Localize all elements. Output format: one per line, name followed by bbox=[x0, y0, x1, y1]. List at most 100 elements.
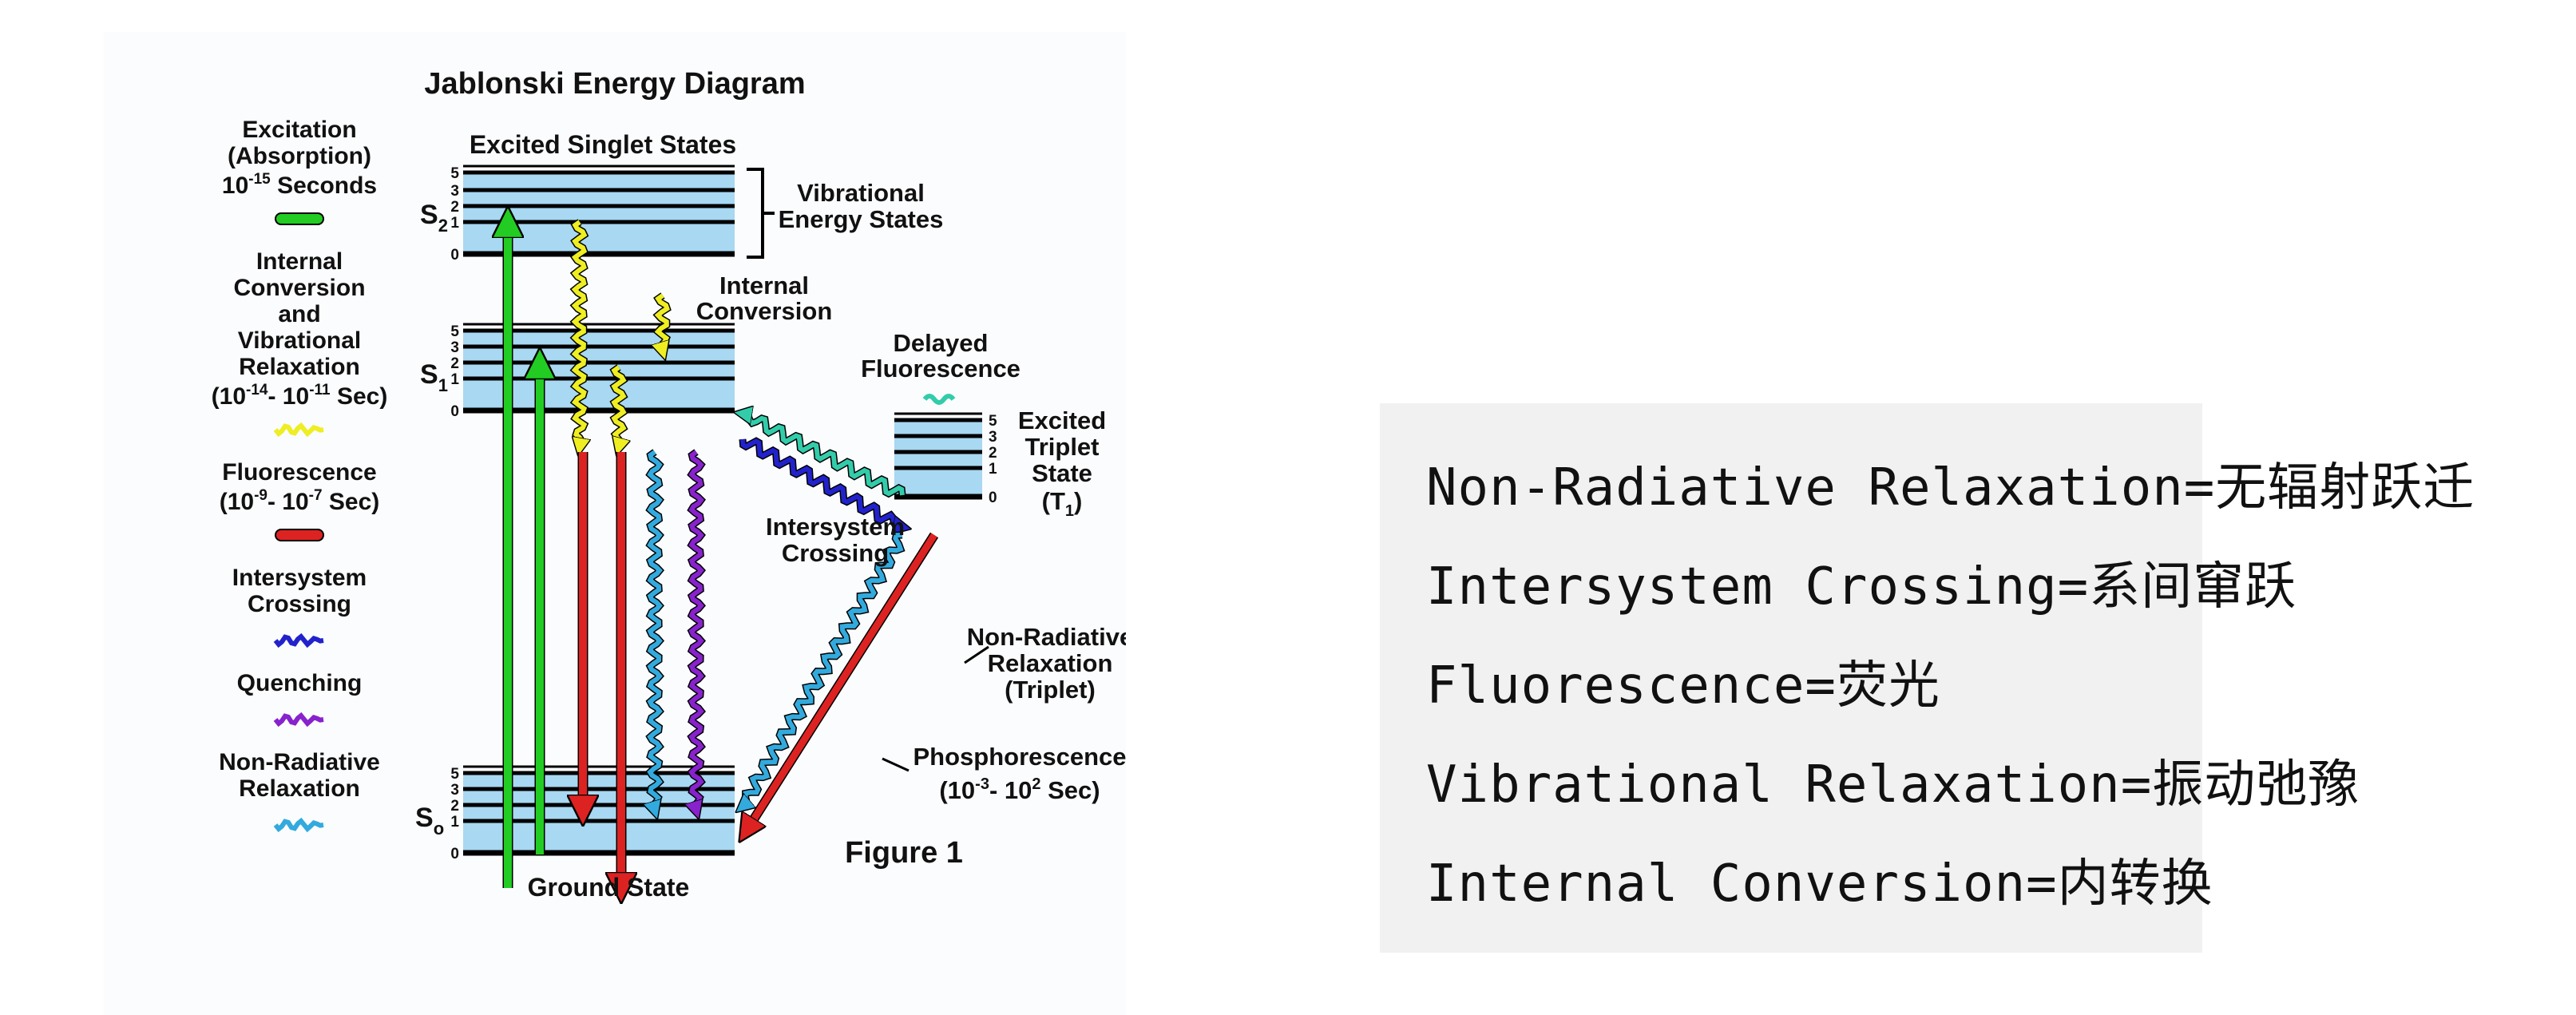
t1-band-level-number: 1 bbox=[989, 461, 997, 478]
legend-label: Vibrational bbox=[238, 327, 361, 354]
legend-swatch-wave bbox=[273, 422, 324, 438]
legend-label: Fluorescence bbox=[222, 459, 376, 486]
quenching-arrow bbox=[692, 450, 705, 811]
excited-singlet-label: Excited Singlet States bbox=[470, 130, 736, 159]
legend-swatch-wave bbox=[273, 632, 324, 648]
vibrational-relaxation-arrow-s1 bbox=[611, 365, 623, 447]
legend-label: and bbox=[278, 301, 320, 327]
s0-band-level-number: 0 bbox=[450, 846, 459, 862]
legend-label: Relaxation bbox=[239, 354, 360, 380]
t1-band-fill bbox=[894, 420, 982, 497]
delayed-fluorescence-label-1: Delayed bbox=[894, 329, 989, 357]
s1-band-level-number: 5 bbox=[450, 323, 459, 340]
legend-label: Intersystem bbox=[232, 565, 367, 591]
legend-swatch-wave bbox=[273, 817, 324, 833]
delayed-fluorescence-swatch bbox=[922, 394, 956, 405]
s2-band-level-number: 1 bbox=[450, 215, 459, 232]
s0-band-level-number: 2 bbox=[450, 798, 459, 815]
excited-triplet-label-1: Excited bbox=[1018, 406, 1106, 434]
legend-swatch-wave bbox=[273, 712, 324, 728]
vibrational-energy-states-label-1: Vibrational bbox=[797, 179, 925, 207]
s0-label: So bbox=[415, 803, 444, 839]
s1-band-level-number: 1 bbox=[450, 371, 459, 388]
intersystem-crossing-label-1: Intersystem bbox=[766, 513, 905, 541]
nonradiative-pointer bbox=[964, 645, 989, 664]
t1-band-level-number: 3 bbox=[989, 429, 997, 446]
legend-label: Internal bbox=[256, 248, 343, 275]
t1-band-level-number: 2 bbox=[989, 445, 997, 462]
ground-state-label: Ground State bbox=[528, 873, 690, 902]
vibrational-bracket bbox=[747, 168, 775, 259]
s1-label: S1 bbox=[420, 359, 448, 395]
s0-band-level-number: 3 bbox=[450, 782, 459, 799]
t1-band-level-number: 0 bbox=[989, 490, 997, 506]
delayed-fluorescence-label-2: Fluorescence bbox=[861, 355, 1020, 383]
phosphorescence-arrow bbox=[747, 533, 937, 831]
phosphorescence-label: Phosphorescence bbox=[913, 743, 1126, 771]
s2-band-level-number: 3 bbox=[450, 183, 459, 200]
nonradiative-relaxation-arrow bbox=[650, 450, 664, 811]
legend-item-0: Excitation(Absorption)10-15 Seconds bbox=[222, 117, 377, 225]
legend: Excitation(Absorption)10-15 SecondsInter… bbox=[212, 117, 388, 833]
glossary-entry-intersystem: Intersystem Crossing=系间窜跃 bbox=[1426, 557, 2297, 617]
legend-time: 10-15 Seconds bbox=[222, 171, 377, 199]
s0-band-level-number: 5 bbox=[450, 766, 459, 783]
legend-swatch-bar bbox=[275, 212, 324, 225]
legend-label: (Absorption) bbox=[228, 143, 371, 169]
s2-label: S2 bbox=[420, 200, 448, 236]
legend-label: Non-Radiative bbox=[219, 749, 380, 775]
t1-band-level-number: 5 bbox=[989, 413, 997, 430]
s0-band-level-number: 1 bbox=[450, 814, 459, 831]
legend-time: (10-14- 10-11 Sec) bbox=[212, 382, 388, 410]
phosphorescence-pointer bbox=[882, 757, 910, 772]
s1-band-level-number: 3 bbox=[450, 339, 459, 356]
delayed-fluorescence-arrow bbox=[743, 414, 905, 497]
legend-item-2: Fluorescence(10-9- 10-7 Sec) bbox=[220, 459, 380, 541]
s2-band-level-number: 0 bbox=[450, 247, 459, 264]
jablonski-diagram: Jablonski Energy Diagram 532105321053210… bbox=[212, 67, 1126, 1015]
intersystem-crossing-label-2: Crossing bbox=[782, 539, 889, 567]
glossary-entry-nonradiative: Non-Radiative Relaxation=无辐射跃迁 bbox=[1426, 458, 2475, 517]
s2-band-level-number: 5 bbox=[450, 165, 459, 182]
intersystem-crossing-arrow bbox=[740, 438, 902, 527]
legend-label: Crossing bbox=[248, 591, 351, 617]
internal-conversion-label-1: Internal bbox=[719, 272, 809, 299]
legend-item-1: InternalConversionandVibrationalRelaxati… bbox=[212, 248, 388, 438]
legend-label: Conversion bbox=[233, 275, 365, 301]
legend-label: Excitation bbox=[242, 117, 356, 143]
internal-conversion-label-2: Conversion bbox=[696, 297, 833, 325]
nonradiative-triplet-label-2: Relaxation bbox=[988, 649, 1113, 677]
nonradiative-triplet-arrow bbox=[743, 533, 904, 807]
legend-label: Relaxation bbox=[239, 775, 360, 802]
legend-label: Quenching bbox=[237, 670, 363, 696]
nonradiative-triplet-label-3: (Triplet) bbox=[1005, 676, 1096, 704]
figure-label: Figure 1 bbox=[845, 836, 963, 870]
s1-band-level-number: 0 bbox=[450, 403, 459, 420]
legend-time: (10-9- 10-7 Sec) bbox=[220, 487, 380, 515]
glossary-entry-internal-conversion: Internal Conversion=内转换 bbox=[1426, 854, 2213, 914]
vibrational-relaxation-arrow-s2 bbox=[575, 220, 585, 447]
s2-band-level-number: 2 bbox=[450, 199, 459, 216]
legend-item-4: Quenching bbox=[237, 670, 363, 728]
s1-band-level-number: 2 bbox=[450, 355, 459, 372]
diagram-title: Jablonski Energy Diagram bbox=[424, 67, 805, 101]
excited-triplet-label-3: State bbox=[1032, 459, 1092, 487]
glossary-entry-fluorescence: Fluorescence=荧光 bbox=[1426, 656, 1940, 716]
glossary-entry-vibrational: Vibrational Relaxation=振动弛豫 bbox=[1426, 755, 2360, 815]
nonradiative-triplet-label-1: Non-Radiative bbox=[967, 623, 1126, 651]
internal-conversion-arrow bbox=[658, 293, 667, 351]
legend-swatch-bar bbox=[275, 529, 324, 541]
excited-triplet-label-2: Triplet bbox=[1024, 433, 1099, 461]
triplet-symbol-label: (T1) bbox=[1042, 487, 1083, 520]
glossary-panel: Non-Radiative Relaxation=无辐射跃迁 Intersyst… bbox=[1380, 403, 2474, 953]
transition-arrows bbox=[508, 220, 939, 888]
vibrational-energy-states-label-2: Energy States bbox=[779, 205, 944, 233]
phosphorescence-time-label: (10-3- 102 Sec) bbox=[939, 775, 1100, 804]
